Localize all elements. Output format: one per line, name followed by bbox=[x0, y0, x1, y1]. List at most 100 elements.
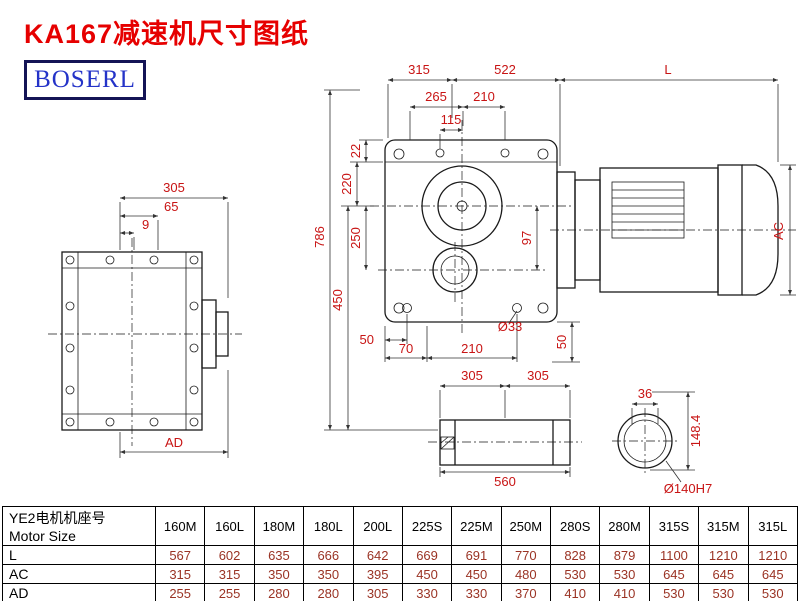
cell-value: 330 bbox=[401, 583, 453, 601]
dim-AC-label: AC bbox=[771, 222, 786, 240]
dim-22-label: 22 bbox=[348, 144, 363, 158]
dim-250-label: 250 bbox=[348, 227, 363, 249]
dim-305-front-label: 305 bbox=[163, 180, 185, 195]
cell-value: 255 bbox=[154, 583, 206, 601]
cell-value: 530 bbox=[648, 583, 700, 601]
cell-value: 642 bbox=[352, 545, 403, 565]
front-view-centerlines bbox=[48, 238, 242, 446]
cell-value: 530 bbox=[549, 564, 601, 584]
front-view-bolt-holes bbox=[65, 255, 199, 427]
motor-size-col: 225S bbox=[401, 506, 453, 546]
dim-315-top-label: 315 bbox=[408, 62, 430, 77]
dim-560-label: 560 bbox=[494, 474, 516, 489]
dim-265-label: 265 bbox=[425, 89, 447, 104]
dim-AD-label: AD bbox=[165, 435, 183, 450]
dim-148-label: 148.4 bbox=[688, 415, 703, 448]
bore-view-centerlines bbox=[612, 408, 678, 474]
cell-value: 280 bbox=[253, 583, 305, 601]
motor-size-col: 315M bbox=[698, 506, 749, 546]
cell-value: 1210 bbox=[747, 545, 798, 565]
dim-dia140H7-label: Ø140H7 bbox=[664, 481, 712, 496]
motor-size-col: 315S bbox=[648, 506, 700, 546]
cell-value: 350 bbox=[303, 564, 354, 584]
row-label: AC bbox=[2, 564, 156, 584]
dim-210-bottom-label: 210 bbox=[461, 341, 483, 356]
motor-size-label-cn: YE2电机机座号 bbox=[9, 510, 106, 526]
dim-210-top-label: 210 bbox=[473, 89, 495, 104]
motor-size-col: 250M bbox=[500, 506, 552, 546]
dimension-lines bbox=[119, 78, 796, 483]
cell-value: 395 bbox=[352, 564, 403, 584]
cell-value: 879 bbox=[599, 545, 650, 565]
cell-value: 691 bbox=[451, 545, 502, 565]
cell-value: 645 bbox=[698, 564, 749, 584]
cell-value: 410 bbox=[599, 583, 650, 601]
motor-size-col: 180M bbox=[253, 506, 305, 546]
dim-522-label: 522 bbox=[494, 62, 516, 77]
dim-305-shaft-right-label: 305 bbox=[527, 368, 549, 383]
brand-logo-text: BOSERL bbox=[34, 66, 136, 93]
cell-value: 530 bbox=[747, 583, 798, 601]
cell-value: 480 bbox=[500, 564, 552, 584]
cell-value: 255 bbox=[204, 583, 255, 601]
cell-value: 828 bbox=[549, 545, 601, 565]
cell-value: 315 bbox=[154, 564, 206, 584]
dim-220-label: 220 bbox=[339, 173, 354, 195]
cell-value: 350 bbox=[253, 564, 305, 584]
brand-logo: BOSERL bbox=[24, 60, 146, 100]
table-row-AC: AC 315 315 350 350 395 450 450 480 530 5… bbox=[2, 564, 798, 584]
dim-36-label: 36 bbox=[638, 386, 652, 401]
dim-97-label: 97 bbox=[519, 231, 534, 245]
table-row-AD: AD 255 255 280 280 305 330 330 370 410 4… bbox=[2, 583, 798, 601]
cell-value: 1100 bbox=[648, 545, 700, 565]
cell-value: 450 bbox=[401, 564, 453, 584]
cell-value: 315 bbox=[204, 564, 255, 584]
cell-value: 645 bbox=[648, 564, 700, 584]
table-header-row: YE2电机机座号 Motor Size 160M 160L 180M 180L … bbox=[2, 506, 798, 546]
cell-value: 530 bbox=[698, 583, 749, 601]
front-view bbox=[61, 251, 229, 431]
dim-115-label: 115 bbox=[441, 112, 462, 127]
motor-size-col: 280S bbox=[549, 506, 601, 546]
dim-65-label: 65 bbox=[164, 199, 178, 214]
cell-value: 770 bbox=[500, 545, 552, 565]
motor-size-col: 315L bbox=[747, 506, 798, 546]
main-view-bolt-holes bbox=[393, 148, 549, 314]
cell-value: 410 bbox=[549, 583, 601, 601]
dim-70-label: 70 bbox=[399, 341, 413, 356]
main-view-centerlines bbox=[370, 120, 572, 336]
cell-value: 567 bbox=[154, 545, 206, 565]
cell-value: 305 bbox=[352, 583, 403, 601]
motor-size-col: 200L bbox=[352, 506, 403, 546]
cell-value: 330 bbox=[451, 583, 502, 601]
shaft-view bbox=[439, 419, 571, 466]
dim-305-shaft-left-label: 305 bbox=[461, 368, 483, 383]
cell-value: 530 bbox=[599, 564, 650, 584]
dim-786-label: 786 bbox=[312, 226, 327, 248]
cell-value: 450 bbox=[451, 564, 502, 584]
cell-value: 635 bbox=[253, 545, 305, 565]
row-label: L bbox=[2, 545, 156, 565]
table-row-L: L 567 602 635 666 642 669 691 770 828 87… bbox=[2, 545, 798, 565]
dim-dia33-label: Ø33 bbox=[498, 319, 523, 334]
cell-value: 1210 bbox=[698, 545, 749, 565]
cell-value: 370 bbox=[500, 583, 552, 601]
technical-drawing: 315 522 L 265 210 115 786 450 250 220 22… bbox=[48, 62, 796, 496]
cell-value: 280 bbox=[303, 583, 354, 601]
motor-size-col: 180L bbox=[303, 506, 354, 546]
dim-9-label: 9 bbox=[142, 217, 149, 232]
cell-value: 666 bbox=[303, 545, 354, 565]
motor-size-label-en: Motor Size bbox=[9, 528, 76, 544]
dim-450-label: 450 bbox=[330, 289, 345, 311]
motor-size-header-cell: YE2电机机座号 Motor Size bbox=[2, 506, 156, 546]
cell-value: 669 bbox=[401, 545, 453, 565]
motor-size-col: 160M bbox=[154, 506, 206, 546]
dim-L-label: L bbox=[664, 62, 671, 77]
cell-value: 645 bbox=[747, 564, 798, 584]
motor-size-col: 280M bbox=[599, 506, 650, 546]
row-label: AD bbox=[2, 583, 156, 601]
motor-size-col: 225M bbox=[451, 506, 502, 546]
page-title: KA167减速机尺寸图纸 bbox=[24, 19, 310, 49]
cell-value: 602 bbox=[204, 545, 255, 565]
